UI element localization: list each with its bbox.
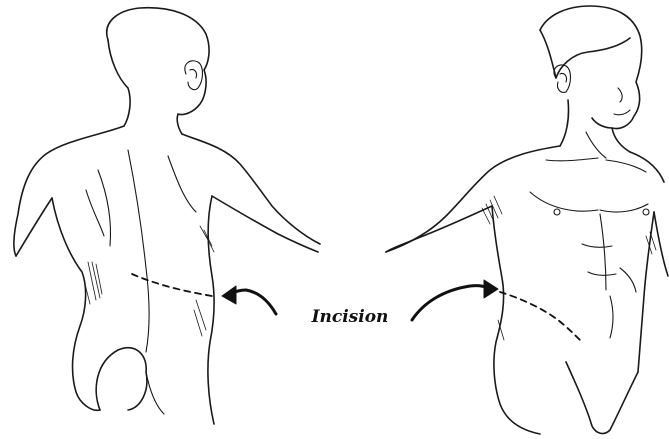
front-shading [482, 196, 656, 340]
back-torso-left [52, 198, 100, 410]
back-view-figure [14, 8, 320, 424]
back-torso-right [208, 196, 214, 424]
back-head [107, 8, 209, 134]
front-left-nipple [554, 209, 560, 215]
front-chest [530, 192, 598, 211]
front-right-nipple [643, 209, 649, 215]
front-neck [560, 100, 569, 146]
front-groin [566, 362, 638, 433]
back-ear [185, 61, 203, 90]
back-right-arm [212, 196, 318, 252]
front-right-arm [654, 212, 668, 276]
back-spine [128, 150, 149, 352]
front-incision-line [500, 292, 580, 340]
back-shoulders [14, 126, 124, 256]
front-abdomen [600, 214, 606, 290]
front-left-arm [386, 206, 492, 252]
back-hairline [108, 40, 130, 126]
back-buttocks [96, 348, 147, 410]
back-left-arm [16, 198, 52, 256]
left-arrow [222, 286, 276, 314]
front-torso-left [492, 206, 540, 434]
front-view-figure [386, 6, 668, 434]
front-left-shoulder [386, 146, 560, 252]
back-incision-line [132, 274, 212, 296]
right-arrow [412, 280, 498, 320]
incision-label: Incision [311, 307, 389, 327]
